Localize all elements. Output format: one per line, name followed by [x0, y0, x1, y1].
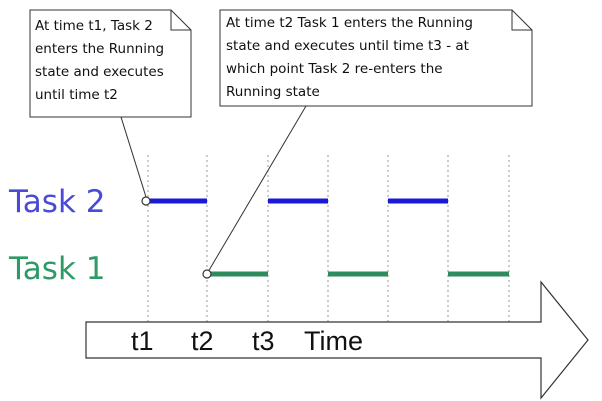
time-axis-arrow	[85, 280, 589, 400]
callout-task1-line-1: At time t2 Task 1 enters the Running	[226, 15, 473, 31]
callout-task1-line-3: which point Task 2 re-enters the	[226, 61, 443, 77]
task2-start-marker	[141, 196, 151, 206]
callout-task2-fold	[170, 10, 191, 31]
callout-task1-fold	[511, 10, 532, 31]
callout-task2-line-3: state and executes	[35, 64, 164, 80]
callout-task2-leader	[120, 116, 147, 198]
task2-label: Task 2	[8, 184, 105, 220]
task1-start-marker	[202, 269, 212, 279]
axis-tick-t1: t1	[131, 326, 154, 356]
callout-task1-leader	[207, 105, 307, 273]
axis-tick-t3: t3	[252, 326, 275, 356]
task1-label: Task 1	[8, 251, 105, 287]
time-axis-label: Time	[304, 326, 363, 356]
callout-task1-line-2: state and executes until time t3 - at	[226, 38, 469, 54]
callout-task1-box	[219, 9, 533, 107]
callout-task2-box	[29, 9, 192, 118]
callout-task2: At time t1, Task 2 enters the Running st…	[29, 9, 192, 118]
callout-task1: At time t2 Task 1 enters the Running sta…	[219, 9, 533, 107]
axis-tick-t2: t2	[191, 326, 214, 356]
time-gridlines	[147, 155, 510, 322]
callout-task1-line-4: Running state	[226, 84, 320, 100]
callout-task2-line-2: enters the Running	[35, 41, 164, 57]
callout-task2-line-4: until time t2	[35, 87, 118, 103]
callout-task2-line-1: At time t1, Task 2	[35, 18, 153, 34]
